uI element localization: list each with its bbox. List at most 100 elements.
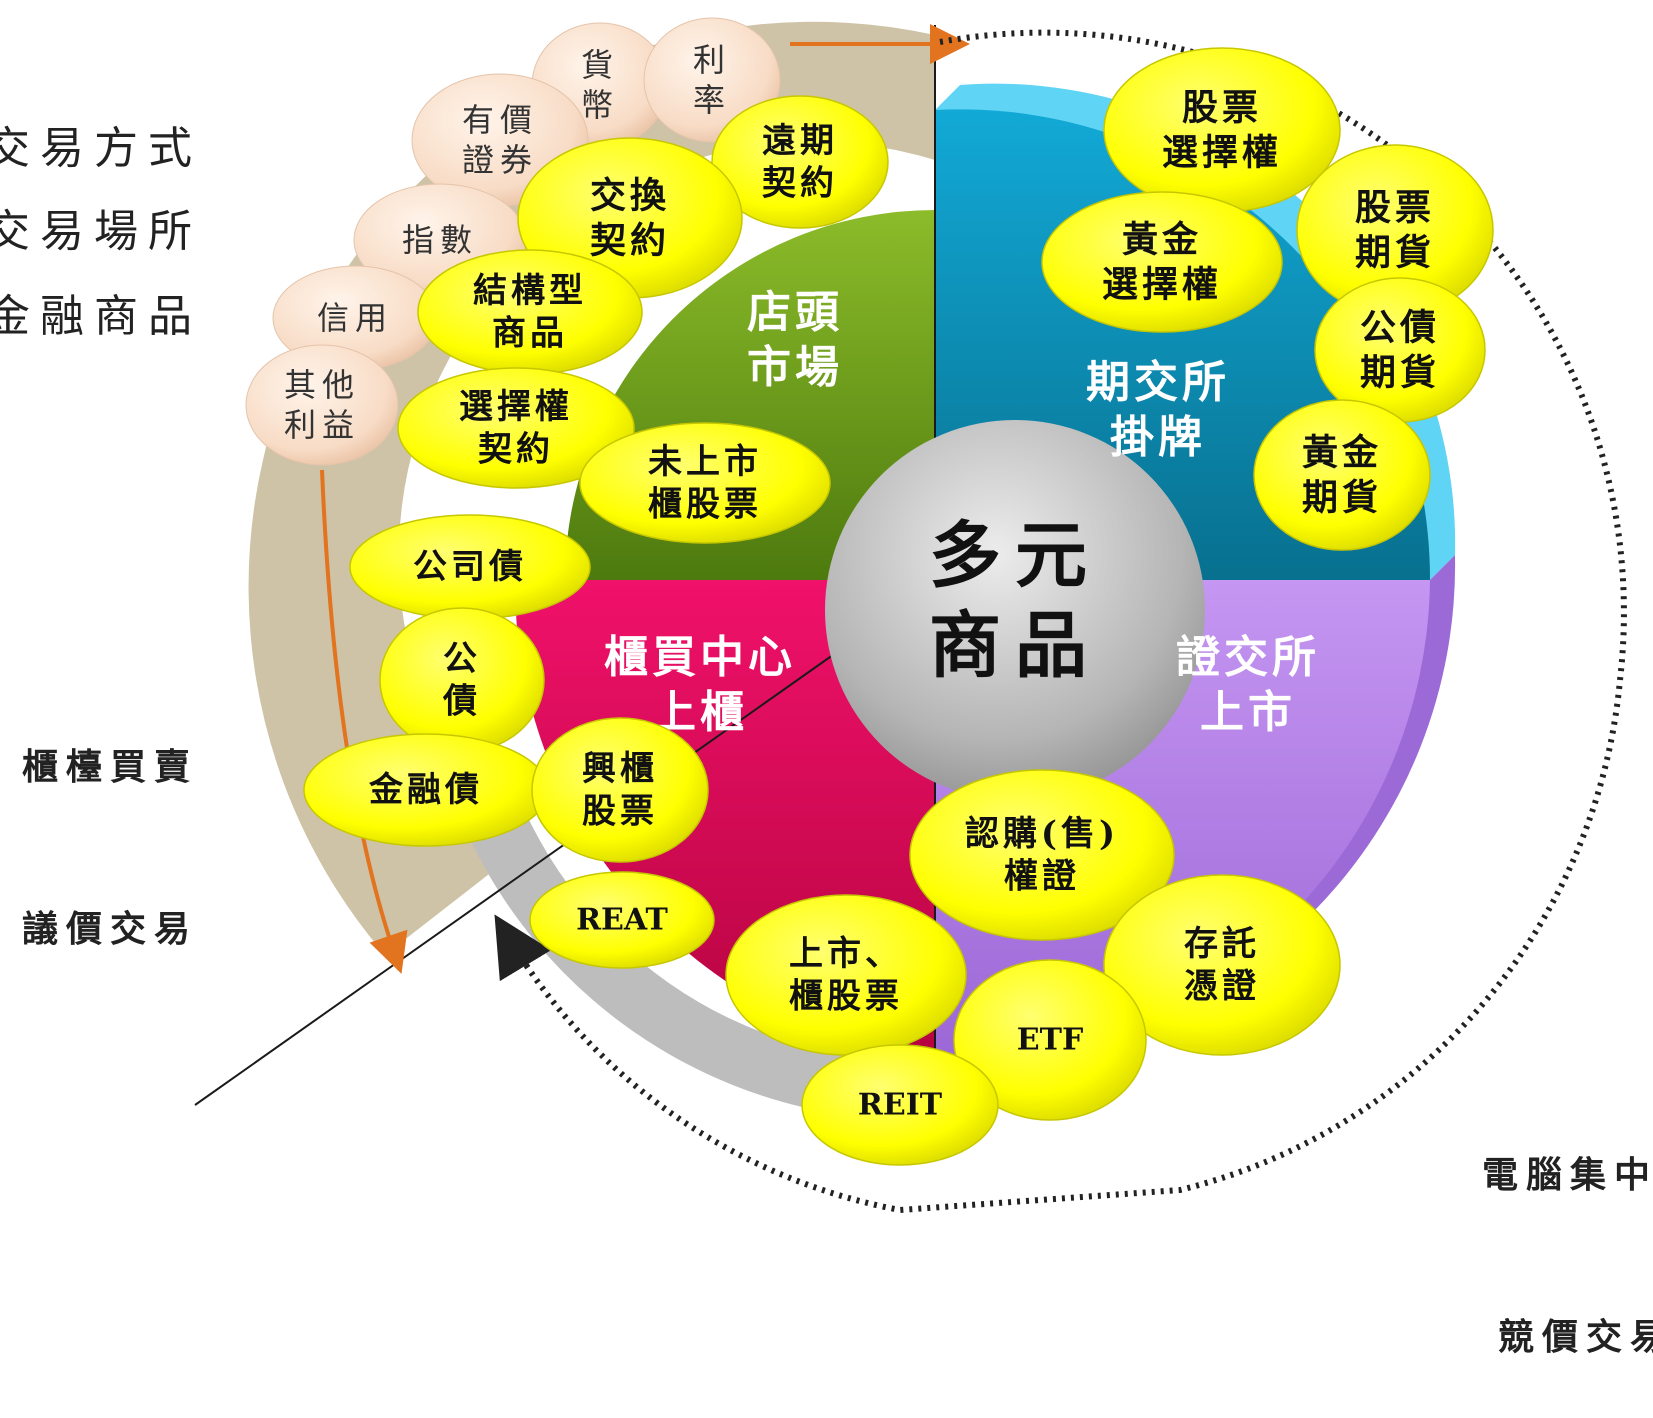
option-contract-line-1: 選擇權: [459, 387, 573, 427]
stock-option-line-1: 股票: [1182, 87, 1262, 129]
asset-interest-rate-line-1: 利: [693, 41, 731, 79]
quadrant-label-twse-line-1: 證交所: [1176, 632, 1320, 683]
warrant-line-1: 認購(售): [965, 814, 1119, 854]
option-contract-line-2: 契約: [478, 429, 554, 469]
corporate-bond-line-1: 公司債: [413, 547, 527, 587]
asset-other-interests-line-2: 利益: [284, 406, 360, 444]
gold-option-line-1: 黃金: [1122, 219, 1202, 261]
auction-trading-label: 電腦集中 競價交易: [1482, 1040, 1653, 1418]
warrant-line-2: 權證: [1004, 856, 1080, 896]
government-bond-shape: [379, 607, 545, 753]
depositary-receipt-shape: [1103, 874, 1341, 1056]
stock-futures-line-1: 股票: [1355, 187, 1435, 229]
structured-product-line-2: 商品: [492, 313, 568, 353]
diagonal-divider: [194, 649, 841, 1106]
asset-credit-line-1: 信用: [317, 299, 393, 337]
government-bond-bubble: 公債: [379, 607, 545, 753]
swap-contract-line-2: 契約: [590, 220, 670, 262]
gold-option-line-2: 選擇權: [1102, 264, 1222, 306]
forward-contract-line-1: 遠期: [762, 121, 838, 161]
asset-currency-line-1: 貨: [581, 46, 619, 84]
center-label-line-2: 商品: [929, 603, 1101, 688]
warrant-bubble: 認購(售)權證: [909, 769, 1175, 941]
quadrant-label-futures-exchange-line-1: 期交所: [1086, 357, 1230, 408]
asset-other-interests-shape: [245, 344, 399, 466]
government-bond-line-1: 公: [443, 639, 481, 679]
forward-contract-line-2: 契約: [762, 163, 838, 203]
listed-otc-stock-line-2: 櫃股票: [789, 976, 903, 1016]
gold-futures-line-2: 期貨: [1302, 477, 1382, 519]
legend-financial-products: 金融商品: [0, 291, 202, 342]
swap-contract-line-1: 交換: [590, 175, 670, 217]
quadrant-label-twse-line-2: 上市: [1200, 687, 1296, 738]
quadrant-label-otc-market-line-1: 店頭: [747, 287, 843, 338]
stock-futures-line-2: 期貨: [1355, 232, 1435, 274]
government-bond-futures-line-2: 期貨: [1360, 352, 1440, 394]
stock-option-shape: [1103, 47, 1341, 213]
asset-other-interests-line-1: 其他: [284, 366, 360, 404]
counter-trading-label: 櫃檯買賣 議價交易: [22, 632, 198, 1010]
orange-arrow-left: [320, 469, 408, 974]
emerging-stock-shape: [531, 717, 709, 863]
auction-trading-line-1: 電腦集中: [1482, 1154, 1653, 1196]
financial-bond-line-1: 金融債: [368, 770, 483, 810]
etf-bubble: ETF: [953, 959, 1147, 1121]
legend-trading-venue: 交易場所: [0, 206, 202, 257]
center-label-line-1: 多元: [929, 513, 1101, 598]
warrant-shape: [909, 769, 1175, 941]
unlisted-otc-stock-line-2: 櫃股票: [648, 484, 762, 524]
stock-option-line-2: 選擇權: [1162, 132, 1282, 174]
quadrant-label-otc-market-line-2: 市場: [747, 342, 843, 393]
depositary-receipt-line-1: 存託: [1184, 924, 1260, 964]
asset-currency-line-2: 幣: [581, 86, 619, 124]
etf-line-1: ETF: [1017, 1023, 1084, 1058]
reit-line-1: REIT: [858, 1088, 943, 1123]
counter-trading-line-1: 櫃檯買賣: [22, 746, 199, 788]
counter-trading-line-2: 議價交易: [22, 908, 199, 950]
etf-shape: [953, 959, 1147, 1121]
emerging-stock-line-2: 股票: [582, 791, 658, 831]
asset-securities-line-2: 證券: [462, 141, 538, 179]
gold-option-shape: [1041, 191, 1283, 333]
unlisted-otc-stock-shape: [579, 422, 831, 544]
center-circle: [825, 420, 1205, 800]
option-contract-shape: [397, 367, 635, 489]
asset-interest-rate-line-2: 率: [693, 81, 731, 119]
reit-shape: [801, 1044, 999, 1166]
unlisted-otc-stock-line-1: 未上市: [648, 442, 762, 482]
structured-product-line-1: 結構型: [473, 271, 587, 311]
legend-trading-method: 交易方式: [0, 123, 202, 174]
reat-bubble: REAT: [529, 871, 715, 969]
structured-product-shape: [417, 249, 643, 375]
quadrant-label-tpex-line-1: 櫃買中心: [604, 632, 796, 683]
listed-otc-stock-shape: [725, 894, 967, 1056]
depositary-receipt-line-2: 憑證: [1184, 966, 1260, 1006]
auction-trading-line-2: 競價交易: [1498, 1316, 1653, 1358]
government-bond-futures-line-1: 公債: [1360, 307, 1440, 349]
asset-credit-bubble: 信用: [272, 265, 438, 371]
reit-bubble: REIT: [801, 1044, 999, 1166]
government-bond-line-2: 債: [442, 681, 481, 721]
asset-index-line-1: 指數: [402, 221, 478, 259]
reat-shape: [529, 871, 715, 969]
gold-futures-shape: [1253, 399, 1431, 551]
quadrant-label-futures-exchange-line-2: 掛牌: [1110, 412, 1206, 463]
financial-products-diagram: 店頭市場期交所掛牌櫃買中心上櫃證交所上市多元商品 貨幣利率有價證券指數信用其他利…: [194, 17, 1627, 1214]
financial-bond-bubble: 金融債: [303, 733, 549, 847]
reat-line-1: REAT: [576, 903, 668, 938]
emerging-stock-line-1: 興櫃: [582, 749, 658, 789]
